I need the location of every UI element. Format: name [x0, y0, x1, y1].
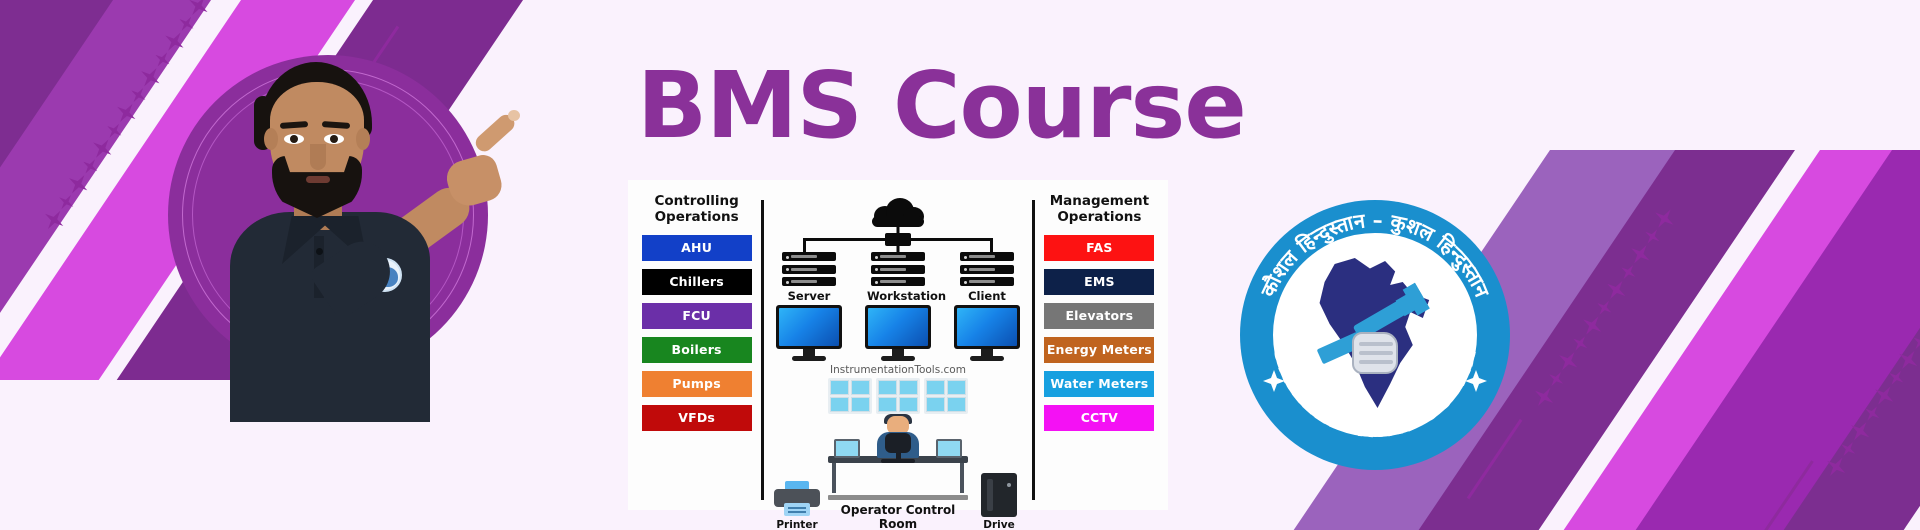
server-rack-icon: [871, 252, 925, 286]
person-illustration: [196, 40, 520, 422]
chip-label: Chillers: [669, 274, 724, 290]
chip-label: Water Meters: [1050, 376, 1149, 392]
chip-chillers[interactable]: Chillers: [641, 268, 752, 295]
network-center-column: Server Workstation Client: [770, 194, 1026, 530]
chip-boilers[interactable]: Boilers: [641, 336, 752, 363]
monitor-icon: [776, 305, 842, 361]
bms-architecture-diagram: Controlling Operations AHU Chillers FCU …: [628, 180, 1168, 530]
heading-line-1: Controlling: [654, 193, 739, 209]
management-operations-heading: Management Operations: [1049, 193, 1150, 226]
desk-legs: [828, 433, 968, 493]
person-ear: [356, 128, 370, 150]
instructor-portrait: [168, 55, 520, 422]
management-operations-column: Management Operations FAS EMS Elevators …: [1041, 193, 1158, 504]
controlling-operations-heading: Controlling Operations: [654, 193, 739, 226]
page-title: BMS Course: [637, 52, 1247, 159]
node-server: Server: [778, 252, 840, 303]
drive-node: Drive: [972, 473, 1026, 530]
person-fingertip: [508, 110, 520, 121]
chip-ahu[interactable]: AHU: [641, 234, 752, 261]
network-switch-icon: [885, 233, 911, 246]
operator-control-room: Operator Control Room: [824, 378, 972, 530]
heading-line-1: Management: [1049, 193, 1150, 209]
chip-label: Elevators: [1065, 308, 1134, 324]
printer-node: Printer: [770, 481, 824, 530]
monitor-icon: [954, 305, 1020, 361]
heading-line-2: Operations: [654, 208, 739, 225]
chip-fas[interactable]: FAS: [1044, 234, 1155, 261]
chip-fcu[interactable]: FCU: [641, 302, 752, 329]
controlling-operations-column: Controlling Operations AHU Chillers FCU …: [638, 193, 755, 504]
desk-monitor-icon: [936, 439, 962, 458]
chip-pumps[interactable]: Pumps: [641, 370, 752, 397]
node-label: Client: [968, 289, 1006, 303]
person-eye: [284, 134, 304, 144]
person-mouth: [306, 176, 330, 183]
watermark: InstrumentationTools.com: [830, 364, 966, 376]
video-wall-icon: [828, 378, 968, 414]
node-label: Server: [787, 289, 831, 303]
person-torso: [230, 212, 430, 422]
person-shirt-button: [316, 248, 323, 255]
server-rack-icon: [960, 252, 1014, 286]
skilled-hindustan-logo: कौशल हिन्दुस्तान – कुशल हिन्दुस्तान SKIL…: [1240, 200, 1510, 470]
network-connectors: [770, 226, 1026, 252]
node-client: Client: [956, 252, 1018, 303]
cloud-icon: [870, 196, 926, 227]
chip-label: VFDs: [678, 410, 716, 426]
chip-label: CCTV: [1080, 410, 1119, 426]
printer-label: Printer: [776, 519, 818, 530]
desk-monitor-icon: [834, 439, 860, 458]
printer-icon: [774, 481, 820, 517]
server-rack-icon: [782, 252, 836, 286]
chip-elevators[interactable]: Elevators: [1044, 302, 1155, 329]
fist-icon: [1352, 332, 1398, 374]
chip-label: AHU: [681, 240, 713, 256]
control-room-label: Operator Control Room: [840, 503, 956, 530]
monitor-icon: [865, 305, 931, 361]
drive-icon: [981, 473, 1017, 517]
chip-label: Boilers: [671, 342, 722, 358]
node-label: Workstation: [867, 289, 947, 303]
drive-label: Drive: [983, 519, 1015, 530]
chair-icon: [875, 433, 921, 467]
chip-label: EMS: [1084, 274, 1115, 290]
diagram-divider-left: [761, 200, 764, 500]
chip-vfds[interactable]: VFDs: [641, 404, 752, 431]
chip-label: Energy Meters: [1046, 342, 1152, 358]
chip-water-meters[interactable]: Water Meters: [1044, 370, 1155, 397]
person-ear: [264, 128, 278, 150]
person-eye: [324, 134, 344, 144]
chip-cctv[interactable]: CCTV: [1044, 404, 1155, 431]
india-map-icon: [1312, 258, 1438, 408]
heading-line-2: Operations: [1057, 208, 1142, 225]
chip-label: FAS: [1086, 240, 1113, 256]
server-row: Server Workstation Client: [770, 252, 1026, 303]
chip-label: Pumps: [672, 376, 721, 392]
node-workstation: Workstation: [867, 252, 947, 303]
logo-star-icon: [1263, 370, 1487, 392]
control-room-row: Printer: [770, 378, 1026, 530]
chip-ems[interactable]: EMS: [1044, 268, 1155, 295]
monitor-row: [770, 303, 1026, 361]
chip-label: FCU: [682, 308, 711, 324]
floor-line: [828, 495, 968, 500]
diagram-divider-right: [1032, 200, 1035, 500]
chip-energy-meters[interactable]: Energy Meters: [1044, 336, 1155, 363]
person-nose: [310, 144, 326, 170]
portrait-image: [168, 30, 520, 422]
